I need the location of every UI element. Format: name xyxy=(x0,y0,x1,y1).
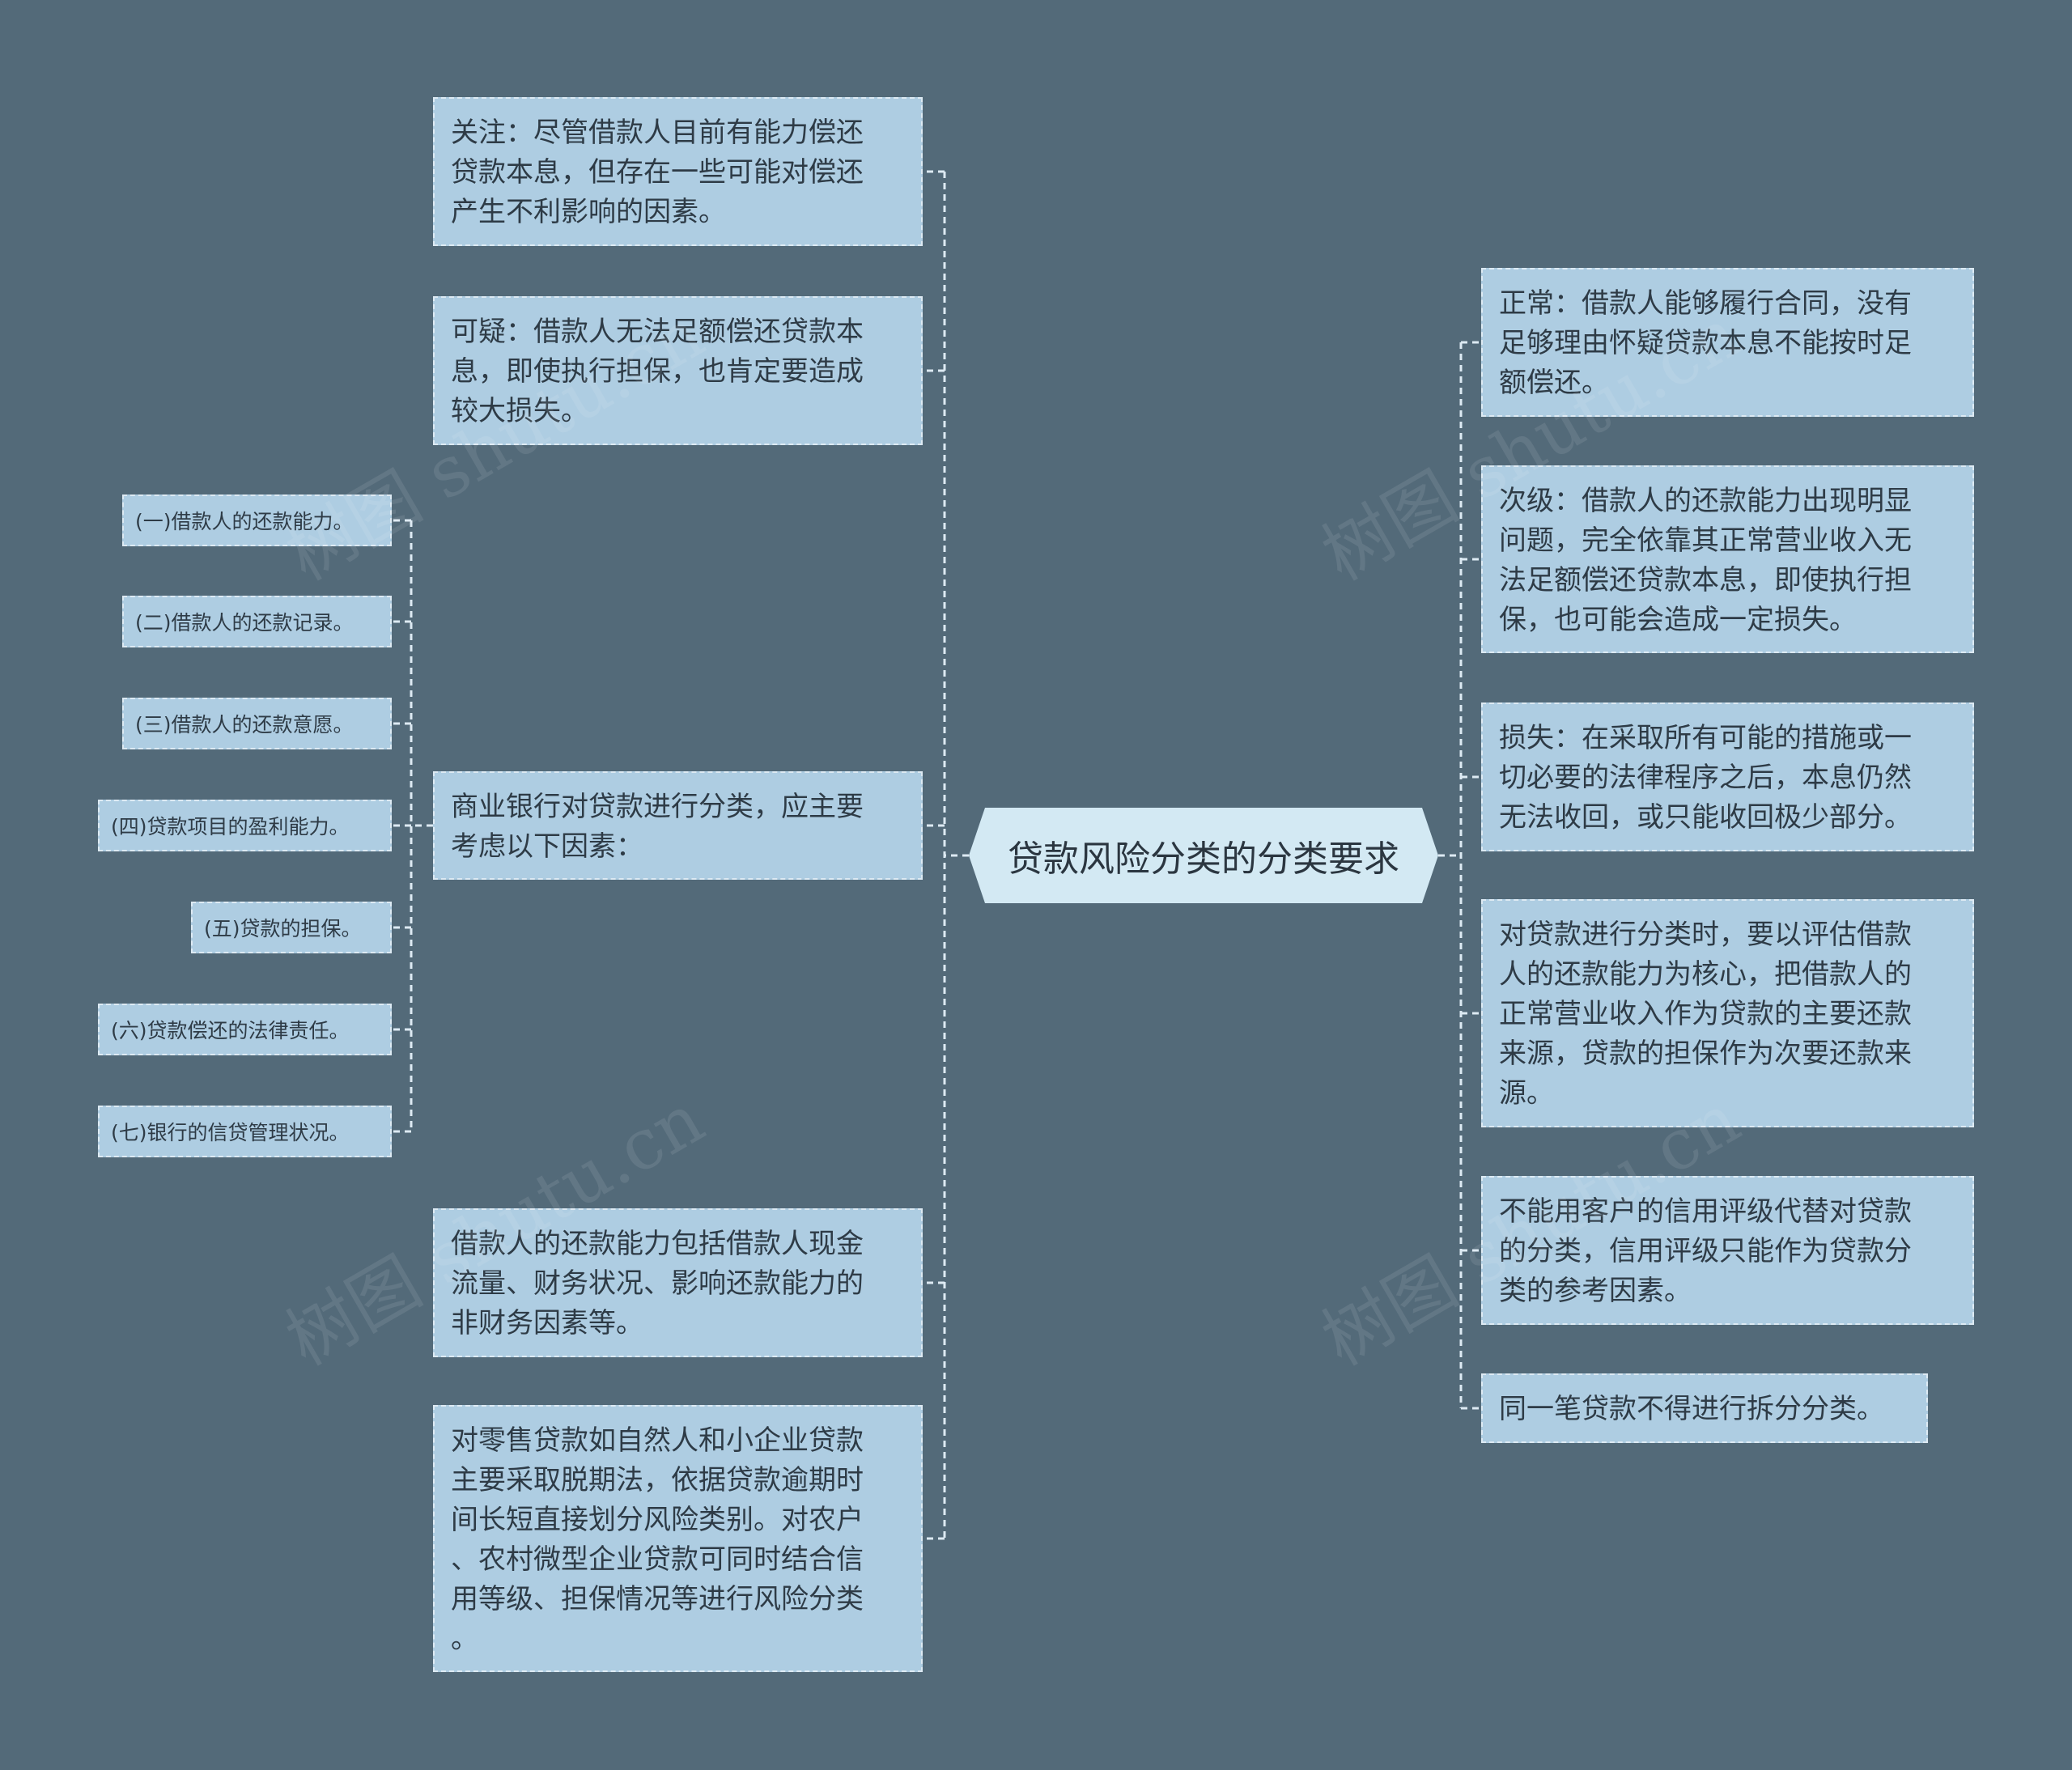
factor-item-2[interactable]: (二)借款人的还款记录。 xyxy=(122,596,392,647)
left-node-repay-ability[interactable]: 借款人的还款能力包括借款人现金 流量、财务状况、影响还款能力的 非财务因素等。 xyxy=(433,1208,923,1357)
factor-item-1[interactable]: (一)借款人的还款能力。 xyxy=(122,494,392,546)
left-node-guanzhu[interactable]: 关注：尽管借款人目前有能力偿还 贷款本息，但存在一些可能对偿还 产生不利影响的因… xyxy=(433,97,923,246)
left-node-keyi[interactable]: 可疑：借款人无法足额偿还贷款本 息，即使执行担保，也肯定要造成 较大损失。 xyxy=(433,296,923,445)
left-node-factors[interactable]: 商业银行对贷款进行分类，应主要 考虑以下因素： xyxy=(433,771,923,880)
right-node-core[interactable]: 对贷款进行分类时，要以评估借款 人的还款能力为核心，把借款人的 正常营业收入作为… xyxy=(1481,899,1974,1127)
right-node-zhengchang[interactable]: 正常：借款人能够履行合同，没有 足够理由怀疑贷款本息不能按时足 额偿还。 xyxy=(1481,268,1974,417)
factor-item-6[interactable]: (六)贷款偿还的法律责任。 xyxy=(98,1004,392,1055)
left-node-retail[interactable]: 对零售贷款如自然人和小企业贷款 主要采取脱期法，依据贷款逾期时 间长短直接划分风… xyxy=(433,1405,923,1672)
right-node-no-split[interactable]: 同一笔贷款不得进行拆分分类。 xyxy=(1481,1373,1928,1443)
right-node-sunshi[interactable]: 损失：在采取所有可能的措施或一 切必要的法律程序之后，本息仍然 无法收回，或只能… xyxy=(1481,702,1974,851)
factor-item-3[interactable]: (三)借款人的还款意愿。 xyxy=(122,698,392,749)
root-node-shape xyxy=(969,808,1438,903)
factor-item-7[interactable]: (七)银行的信贷管理状况。 xyxy=(98,1106,392,1157)
factor-item-4[interactable]: (四)贷款项目的盈利能力。 xyxy=(98,800,392,851)
right-node-credit-rating[interactable]: 不能用客户的信用评级代替对贷款 的分类，信用评级只能作为贷款分 类的参考因素。 xyxy=(1481,1176,1974,1325)
root-node[interactable]: 贷款风险分类的分类要求 xyxy=(1008,838,1399,880)
right-node-ciji[interactable]: 次级：借款人的还款能力出现明显 问题，完全依靠其正常营业收入无 法足额偿还贷款本… xyxy=(1481,465,1974,653)
factor-item-5[interactable]: (五)贷款的担保。 xyxy=(191,902,392,953)
